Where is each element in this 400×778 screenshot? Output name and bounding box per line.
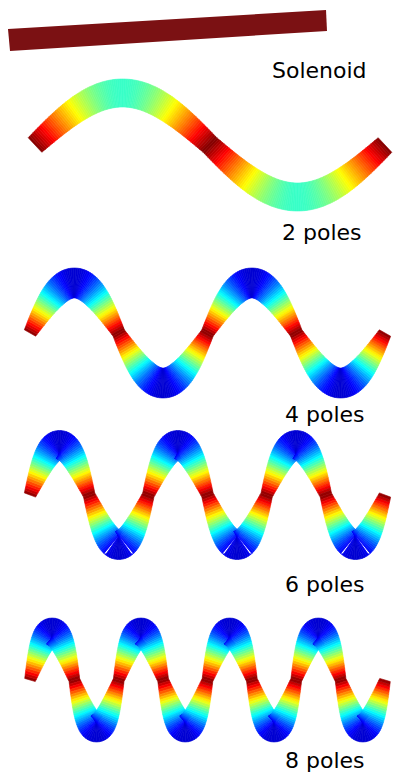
- band-segment: [376, 138, 391, 154]
- pole-label: 2 poles: [282, 220, 362, 245]
- band-segment: [155, 368, 163, 397]
- four-pole-band: [24, 268, 390, 398]
- band-segment: [378, 493, 391, 500]
- two-pole-band: [28, 79, 392, 211]
- eight-pole-band: [25, 618, 391, 742]
- solenoid-band: [8, 10, 327, 51]
- band-segment: [333, 368, 341, 397]
- band-segment: [378, 330, 391, 339]
- pole-label: 8 poles: [285, 748, 365, 773]
- band-segment: [67, 269, 75, 298]
- band-segment: [375, 139, 391, 155]
- pole-label: 4 poles: [285, 402, 365, 427]
- pole-label: Solenoid: [272, 58, 367, 83]
- six-pole-band: [24, 431, 390, 560]
- pole-label: 6 poles: [285, 572, 365, 597]
- band-segment: [379, 678, 391, 684]
- band-segment: [244, 269, 252, 298]
